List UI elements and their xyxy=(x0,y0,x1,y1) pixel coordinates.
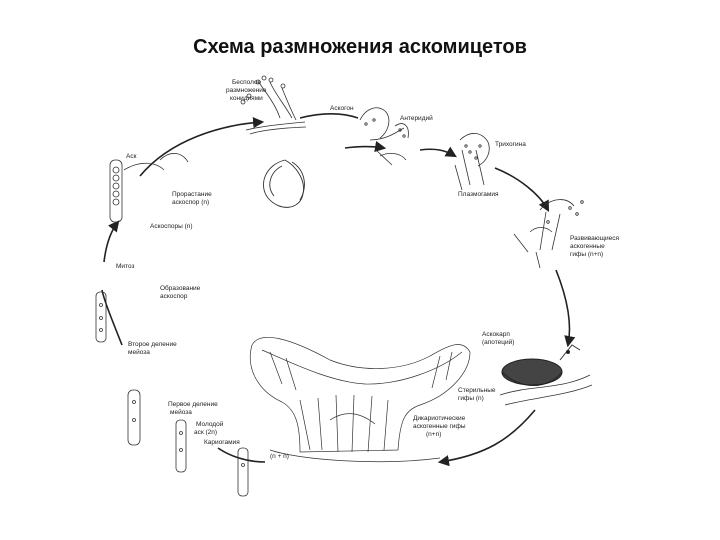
arrow-right-lower xyxy=(555,269,576,348)
label-formation-2: аскоспор xyxy=(160,293,188,300)
ascogenous-hyphae-illustration xyxy=(513,199,584,269)
label-dikaryotic-2: аскогенные гифы xyxy=(413,423,466,430)
hyphae-loop-illustration xyxy=(263,159,305,208)
label-karyogamy: Кариогамия xyxy=(204,439,240,446)
label-ascocarp-1: Аскокарп xyxy=(482,331,510,338)
arrow-right-upper xyxy=(494,167,550,212)
label-first-division-1: Первое деление xyxy=(168,401,218,408)
label-mitosis: Митоз xyxy=(116,263,134,270)
arrow-to-antheridium xyxy=(344,141,387,153)
ascogon-illustration xyxy=(359,107,409,166)
label-sterile-2: гифы (n) xyxy=(458,395,484,402)
arrow-top-left xyxy=(139,117,265,177)
arrow-to-plasmogamy xyxy=(419,146,457,158)
label-ascogenous-1: Развивающиеся xyxy=(570,235,619,242)
cycle-arrows xyxy=(101,113,576,467)
page-title: Схема размножения аскомицетов xyxy=(193,36,527,58)
label-ascocarp-2: (апотеций) xyxy=(482,338,514,346)
arrow-bottom-left xyxy=(217,447,266,463)
label-plasmogamy: Плазмогамия xyxy=(458,191,499,198)
label-dikaryotic-1: Дикариотические xyxy=(413,415,466,422)
ascus-development-illustration xyxy=(95,153,249,497)
label-n-plus-n: (n + n) xyxy=(270,453,289,460)
plasmogamy-illustration xyxy=(454,133,490,191)
apothecium-section-illustration xyxy=(250,337,471,463)
label-young-ascus-2: аск (2n) xyxy=(194,429,217,436)
label-ascospores: Аскоспоры (n) xyxy=(150,223,193,230)
label-sterile-1: Стерильные xyxy=(458,387,496,394)
label-ascogenous-3: гифы (n+n) xyxy=(570,251,603,258)
label-young-ascus-1: Молодой xyxy=(196,420,224,428)
diagram-labels: Бесполое размножение конидиями Аскогон А… xyxy=(116,79,619,460)
arrow-top xyxy=(299,113,359,119)
arrow-bottom-right xyxy=(437,409,536,467)
ascocarp-illustration xyxy=(499,344,593,406)
label-conidia-3: конидиями xyxy=(230,95,263,102)
label-germinating-2: аскоспор (n) xyxy=(172,199,209,206)
label-conidia-2: размножение xyxy=(226,87,267,94)
arrow-left-lower xyxy=(101,289,123,346)
label-antheridium: Антеридий xyxy=(400,114,433,122)
label-first-division-2: мейоза xyxy=(170,408,192,416)
label-ascogenous-2: аскогенные xyxy=(570,243,605,250)
label-dikaryotic-3: (n+n) xyxy=(426,431,441,438)
label-second-division-1: Второе деление xyxy=(128,341,177,348)
label-conidia-1: Бесполое xyxy=(232,79,262,86)
arrow-left-upper xyxy=(103,220,120,263)
label-formation-1: Образование xyxy=(160,284,201,292)
label-ask: Аск xyxy=(126,153,137,160)
conidia-cluster-illustration xyxy=(240,75,307,135)
label-ascogon: Аскогон xyxy=(330,105,354,112)
label-trichogyne: Трихогина xyxy=(495,141,526,148)
label-germinating-1: Прорастание xyxy=(172,191,212,198)
label-second-division-2: мейоза xyxy=(128,348,150,356)
